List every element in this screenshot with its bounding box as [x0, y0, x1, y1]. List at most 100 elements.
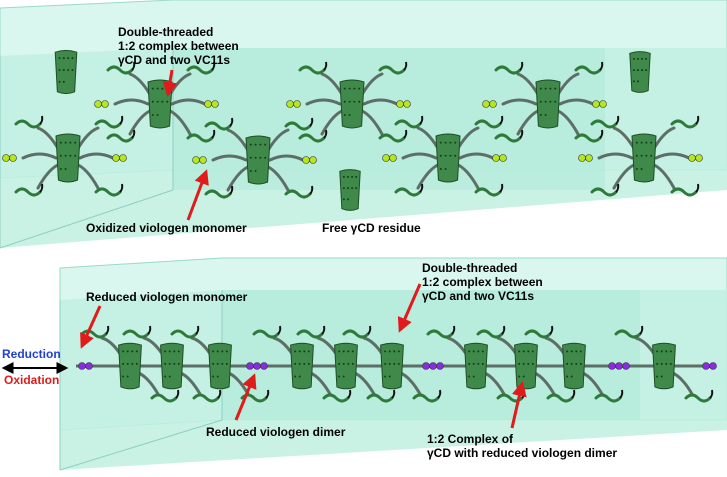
viologen-ring	[608, 362, 616, 370]
molecule-layer	[2, 49, 717, 403]
ring-dot	[67, 57, 70, 60]
ring-dot	[384, 362, 387, 365]
cyclodextrin-ring	[55, 133, 81, 183]
viologen-ring	[253, 362, 261, 370]
ring-dot	[665, 362, 668, 365]
viologen-ring	[396, 100, 404, 108]
ring-dot	[173, 362, 176, 365]
ring-dot	[522, 375, 525, 378]
ring-dot	[249, 156, 252, 159]
alkyl-chain	[654, 152, 691, 160]
ring-dot	[575, 362, 578, 365]
dendron-arm	[14, 187, 42, 197]
ring-dot	[472, 362, 475, 365]
arm-end	[403, 129, 408, 139]
dendron-arm	[378, 65, 406, 75]
ring-dot	[449, 154, 452, 157]
ring-dot	[164, 375, 167, 378]
alkyl-chain	[501, 98, 538, 106]
ring-dot	[338, 350, 341, 353]
ring-dot	[216, 375, 219, 378]
viologen-ring	[422, 362, 430, 370]
ring-dot	[348, 100, 351, 103]
ring-dot	[249, 143, 252, 146]
ring-dot	[531, 350, 534, 353]
free-cyclodextrin	[629, 51, 651, 93]
arm-end	[599, 61, 604, 71]
ring-dot	[549, 100, 552, 103]
ring-dot	[351, 187, 354, 190]
ring-dot	[358, 100, 361, 103]
ring-dot	[566, 350, 569, 353]
dendron-arm	[122, 329, 150, 339]
oxidized-monomer-arrow	[186, 169, 209, 221]
alkyl-chain	[401, 152, 438, 160]
dendron-arm	[298, 65, 326, 75]
dendron-arm	[94, 119, 122, 129]
top-complex-label-line1: Double-threaded	[118, 25, 213, 39]
ring-dot	[348, 87, 351, 90]
arm-end	[39, 183, 44, 193]
ring-dot	[122, 375, 125, 378]
ring-dot	[342, 362, 345, 365]
ring-dot	[59, 154, 62, 157]
ring-dot	[635, 141, 638, 144]
ring-dot	[212, 375, 215, 378]
dendron-arm	[546, 393, 574, 403]
viologen-ring	[702, 362, 710, 370]
viologen-cd-complex	[578, 115, 703, 197]
arm-end	[277, 325, 282, 335]
viologen-cd-complex	[482, 61, 607, 143]
arm-end	[519, 129, 524, 139]
ring-dot	[544, 114, 547, 116]
ring-dot	[393, 362, 396, 365]
alkyl-chain	[268, 154, 305, 162]
dendron-arm	[590, 187, 618, 197]
cyclodextrin-ring	[535, 79, 561, 129]
ring-dot	[351, 175, 354, 178]
ring-dot	[531, 362, 534, 365]
ring-dot	[641, 57, 644, 60]
ring-dot	[67, 69, 70, 72]
ring-dot	[156, 87, 159, 90]
ring-dot	[151, 100, 154, 103]
reduced-viologens	[78, 362, 717, 370]
ring-dot	[388, 362, 391, 365]
cyclodextrin-ring	[435, 133, 461, 183]
dendron-arm	[252, 329, 280, 339]
ring-dot	[645, 154, 648, 157]
ring-dot	[393, 350, 396, 353]
viologen-cd-complex	[2, 115, 127, 197]
arm-end	[323, 61, 328, 71]
dendron-arm	[684, 393, 712, 403]
ring-dot	[168, 350, 171, 353]
ring-dot	[347, 362, 350, 365]
viologen-ring	[599, 100, 607, 108]
ring-dot	[126, 350, 129, 353]
viologen-cd-complex	[286, 61, 411, 143]
ring-dot	[342, 375, 345, 378]
bottom-complex	[614, 325, 714, 403]
arm-end	[695, 115, 700, 125]
cyclodextrin-ring	[339, 79, 365, 129]
ring-dot	[449, 141, 452, 144]
arm-end	[147, 325, 152, 335]
arm-end	[451, 325, 456, 335]
ring-dot	[212, 350, 215, 353]
viologen-ring	[85, 362, 93, 370]
ring-dot	[69, 154, 72, 157]
ring-dot	[468, 375, 471, 378]
dendron-arm	[426, 329, 454, 339]
ring-dot	[343, 114, 346, 116]
ring-dot	[64, 168, 67, 170]
ring-dot	[669, 350, 672, 353]
arm-end	[265, 389, 270, 399]
cyclodextrin-ring	[629, 51, 651, 93]
dendron-arm	[378, 133, 406, 143]
ring-dot	[156, 100, 159, 103]
reduced-dimer-arrow	[234, 373, 257, 421]
ring-dot	[307, 362, 310, 365]
free-cyclodextrin	[54, 49, 78, 95]
ring-dot	[645, 57, 648, 60]
